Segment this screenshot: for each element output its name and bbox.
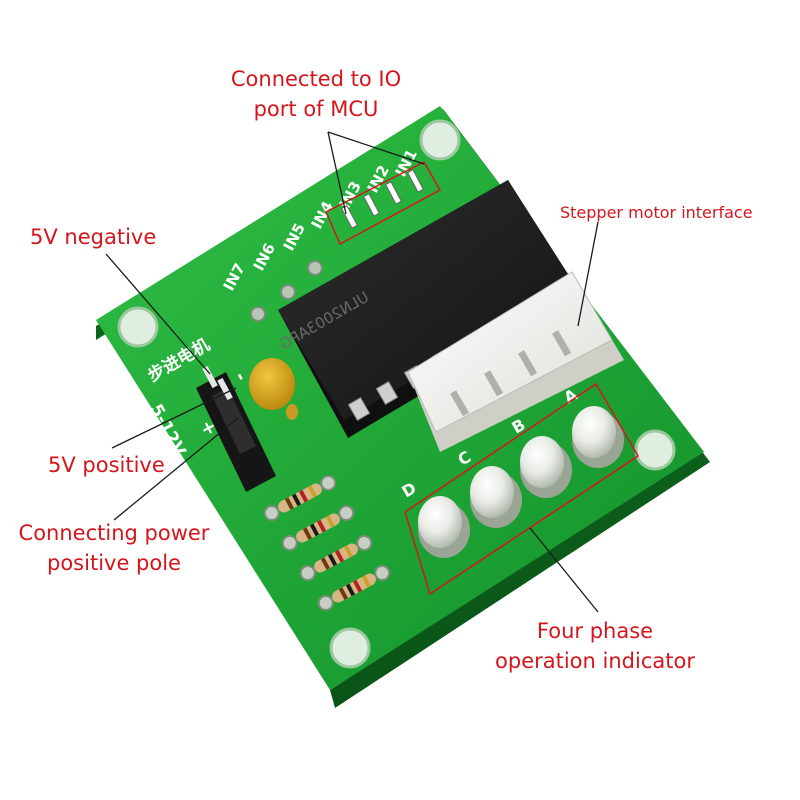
led-d: [418, 496, 470, 558]
callout-phase-indicator: Four phase operation indicator: [476, 616, 714, 676]
stepper-connector: [407, 271, 624, 452]
callout-mcu-line1: Connected to IO: [230, 67, 402, 91]
callout-5v-negative: 5V negative: [30, 225, 157, 249]
callout-indicator-line2: operation indicator: [495, 649, 695, 673]
callout-power-positive: Connecting power positive pole: [6, 518, 222, 578]
led-c: [470, 466, 522, 528]
callout-mcu-line2: port of MCU: [253, 97, 379, 121]
resistors: [263, 474, 391, 612]
capacitor: [249, 358, 298, 420]
callout-5v-positive: 5V positive: [48, 453, 165, 477]
mounting-holes: [117, 119, 676, 669]
callout-mcu-port: Connected to IO port of MCU: [206, 64, 426, 124]
leader-lines: [105, 131, 599, 613]
led-b: [520, 436, 572, 498]
callout-stepper-interface: Stepper motor interface: [560, 203, 753, 222]
led-frame: [404, 382, 640, 596]
callout-indicator-line1: Four phase: [536, 619, 654, 643]
led-a: [572, 406, 624, 468]
callout-power-line1: Connecting power: [18, 521, 210, 545]
pcb-edge: [96, 109, 710, 708]
callout-power-line2: positive pole: [47, 551, 181, 575]
solder-pads: [250, 260, 323, 322]
input-pins-frame: [325, 161, 442, 246]
